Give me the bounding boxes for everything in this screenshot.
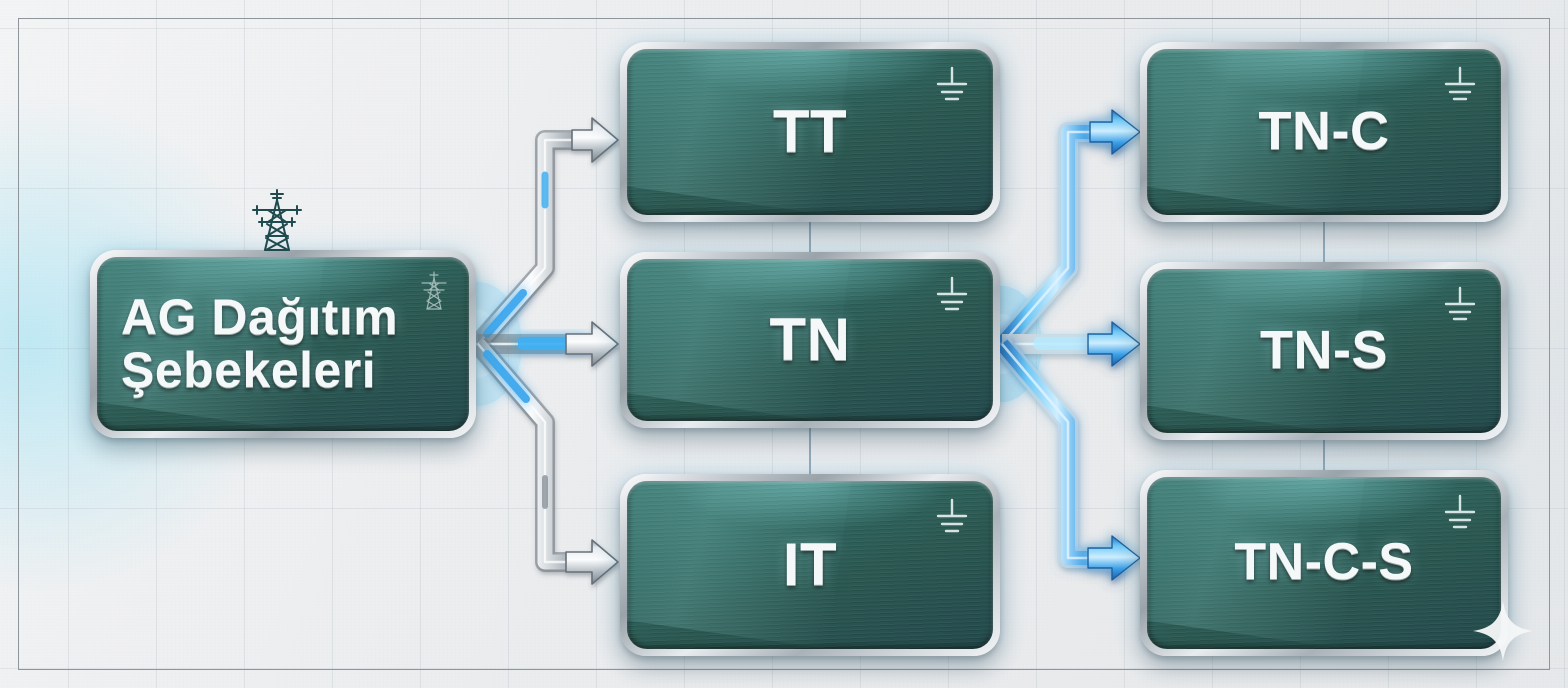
earth-ground-icon [936, 276, 968, 311]
node-surface: TN-S [1147, 269, 1501, 433]
node-ag-dagitim-sebekeleri[interactable]: AG Dağıtım Şebekeleri [90, 250, 476, 438]
node-tn-c[interactable]: TN-C [1140, 42, 1508, 222]
node-tn-c-s[interactable]: TN-C-S [1140, 470, 1508, 656]
earth-ground-icon [936, 66, 968, 101]
node-label: TT [772, 98, 848, 166]
earth-ground-icon [1444, 494, 1476, 529]
node-it[interactable]: IT [620, 474, 1000, 656]
node-surface: TN-C [1147, 49, 1501, 215]
earth-ground-icon [936, 498, 968, 533]
node-surface: TT [627, 49, 993, 215]
node-surface: TN-C-S [1147, 477, 1501, 649]
node-tn[interactable]: TN [620, 252, 1000, 428]
node-label: AG Dağıtım Şebekeleri [121, 289, 399, 398]
node-surface: AG Dağıtım Şebekeleri [97, 257, 469, 431]
sparkle-icon [1473, 601, 1533, 661]
node-label: TN-C-S [1234, 533, 1414, 592]
node-surface: TN [627, 259, 993, 421]
node-surface: IT [627, 481, 993, 649]
node-label: TN-C [1258, 101, 1390, 162]
transmission-tower-icon [421, 271, 447, 310]
earth-ground-icon [1444, 66, 1476, 101]
transmission-tower-icon [252, 189, 302, 251]
node-label: TN [769, 306, 851, 374]
node-tt[interactable]: TT [620, 42, 1000, 222]
node-label: IT [782, 531, 838, 599]
node-tn-s[interactable]: TN-S [1140, 262, 1508, 440]
node-label: TN-S [1260, 320, 1388, 381]
earth-ground-icon [1444, 286, 1476, 321]
